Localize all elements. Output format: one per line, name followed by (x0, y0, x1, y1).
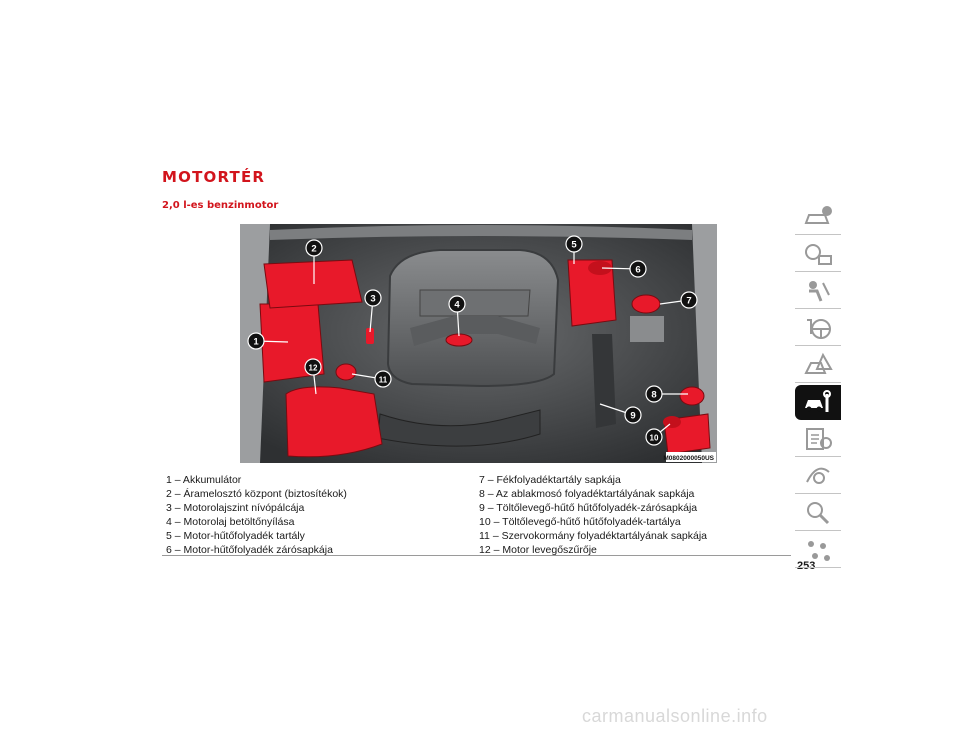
callout-marker (565, 235, 583, 253)
callout-marker (624, 406, 642, 424)
image-code: M0802000050US (663, 455, 714, 462)
callout-number: 11 (379, 376, 388, 385)
callout-marker (364, 289, 382, 307)
callout-marker (448, 295, 466, 313)
tab-safety[interactable] (795, 274, 841, 309)
multimedia-icon (806, 467, 830, 484)
callout-marker (645, 428, 663, 446)
tab-specifications[interactable] (795, 422, 841, 457)
callout-marker (374, 370, 392, 388)
callout-number: 4 (454, 300, 460, 311)
cowl (270, 225, 692, 240)
tab-starting-driving[interactable] (795, 311, 841, 346)
right-fender (692, 224, 717, 463)
power-steering-cap (335, 363, 357, 381)
legend-item: 11 – Szervokormány folyadéktartályának s… (479, 530, 708, 542)
legend-item: 6 – Motor-hűtőfolyadék zárósapkája (166, 544, 333, 556)
steering-wheel-icon (807, 319, 831, 339)
callout-number: 1 (253, 337, 259, 348)
air-filter-housing (285, 386, 383, 458)
callout-number: 12 (309, 364, 318, 373)
section-subtitle: 2,0 l-es benzinmotor (162, 200, 279, 211)
tab-servicing-maintenance[interactable] (795, 385, 841, 420)
legend-item: 9 – Töltőlevegő-hűtő hűtőfolyadék-zárósa… (479, 502, 698, 514)
legend-item: 5 – Motor-hűtőfolyadék tartály (166, 530, 305, 542)
callout-number: 5 (571, 240, 577, 251)
tab-multimedia[interactable] (795, 459, 841, 494)
page-number: 253 (797, 560, 816, 572)
image-code-box (666, 452, 716, 462)
legend-item: 10 – Töltőlevegő-hűtő hűtőfolyadék-tartá… (479, 516, 681, 528)
coolant-cap (588, 261, 612, 275)
legend-item: 1 – Akkumulátor (166, 474, 242, 486)
tab-index-search[interactable] (795, 496, 841, 531)
emergency-icon (804, 352, 833, 374)
safety-icon (809, 281, 830, 302)
watermark: carmanualsonline.info (582, 706, 768, 726)
callout-number: 6 (635, 265, 640, 276)
callout-number: 2 (311, 244, 316, 255)
brake-fluid-cap (631, 294, 661, 314)
tab-emergency[interactable] (795, 348, 841, 383)
fuse-box-highlight (263, 259, 363, 309)
coolant-reservoir (567, 259, 617, 327)
dashboard-messages-icon (805, 244, 832, 265)
washer-fluid-cap (679, 386, 705, 406)
specifications-icon (806, 428, 832, 450)
legend-item: 7 – Fékfolyadéktartály sapkája (479, 474, 621, 486)
page-title: MOTORTÉR (162, 168, 266, 186)
callout-marker (645, 385, 663, 403)
callout-marker (629, 260, 647, 278)
legend-column-right: 7 – Fékfolyadéktartály sapkája 8 – Az ab… (479, 473, 707, 557)
callout-marker (304, 358, 322, 376)
callout-marker (680, 291, 698, 309)
callout-marker (247, 332, 265, 350)
dipstick-highlight (366, 328, 374, 344)
tab-language-index[interactable] (795, 533, 841, 568)
brake-master-cylinder (630, 316, 664, 342)
car-service-wrench-icon (805, 390, 831, 412)
tab-dashboard-messages[interactable] (795, 237, 841, 272)
legend-item: 12 – Motor levegőszűrője (479, 544, 597, 556)
intake-hose (377, 409, 541, 447)
callout-number: 7 (686, 296, 691, 307)
charge-air-coolant-cap (663, 416, 681, 428)
legend-item: 2 – Áramelosztó központ (biztosítékok) (166, 488, 347, 500)
callout-number: 9 (630, 411, 635, 422)
language-index-icon (808, 541, 830, 561)
legend-column-left: 1 – Akkumulátor 2 – Áramelosztó központ … (166, 473, 347, 557)
callout-number: 3 (370, 294, 375, 305)
tab-car-info[interactable] (795, 200, 841, 235)
callout-marker (305, 239, 323, 257)
engine-cover-cross (410, 316, 540, 346)
chapter-tabs (795, 200, 843, 570)
index-search-icon (807, 502, 830, 525)
legend-item: 4 – Motorolaj betöltőnyílása (166, 516, 295, 528)
engine-cover-ridge (419, 289, 531, 317)
callout-number: 8 (651, 390, 656, 401)
turbo-hose (592, 334, 616, 428)
callout-number: 10 (650, 434, 659, 443)
legend-divider (162, 555, 791, 556)
legend-item: 8 – Az ablakmosó folyadéktartályának sap… (479, 488, 695, 500)
legend-item: 3 – Motorolajszint nívópálcája (166, 502, 305, 514)
car-info-icon (804, 206, 832, 224)
